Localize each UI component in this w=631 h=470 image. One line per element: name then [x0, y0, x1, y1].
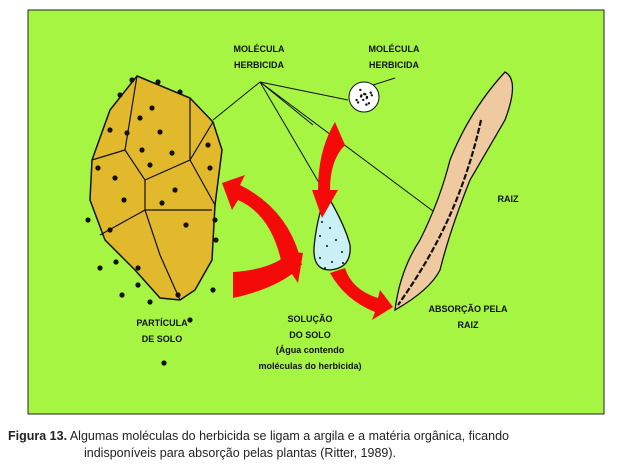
label-molecule-2-line2: HERBICIDA	[369, 60, 420, 70]
particle-dot	[205, 142, 211, 148]
solution-dot	[319, 235, 321, 237]
particle-dot	[147, 299, 153, 305]
molecule-dot	[364, 93, 367, 96]
label-solution-line1: SOLUÇÃO	[288, 314, 333, 324]
molecule-dot	[362, 98, 365, 102]
particle-dot	[112, 175, 118, 181]
particle-dot	[175, 292, 181, 298]
caption-line1: Algumas moléculas do herbicida se ligam …	[69, 429, 509, 443]
label-solution-line2: DO SOLO	[289, 330, 331, 340]
particle-dot	[107, 227, 113, 233]
particle-dot	[157, 129, 163, 135]
label-soil-particle-line2: DE SOLO	[142, 334, 183, 344]
particle-dot	[159, 200, 165, 206]
solution-dot	[326, 245, 328, 247]
particle-dot	[117, 92, 123, 98]
molecule-dot	[355, 98, 358, 102]
particle-dot	[139, 147, 145, 153]
particle-dot	[135, 265, 141, 271]
particle-dot	[210, 287, 216, 293]
label-molecule-1-line1: MOLÉCULA	[234, 44, 285, 54]
root-vascular-line	[397, 119, 483, 306]
molecule-dot	[370, 94, 374, 97]
particle-dot	[124, 130, 130, 136]
figure-caption: Figura 13. Algumas moléculas do herbicid…	[8, 428, 628, 462]
label-soil-particle-line1: PARTÍCULA	[136, 318, 188, 328]
particle-dot	[183, 222, 189, 228]
molecule-dot	[367, 102, 371, 105]
particle-dot	[187, 317, 193, 323]
particle-dot	[95, 165, 101, 171]
particle-dot	[172, 187, 178, 193]
label-molecule-1-line2: HERBICIDA	[234, 60, 285, 70]
particle-dot	[212, 217, 218, 223]
particle-dot	[85, 217, 91, 223]
particle-dot	[169, 150, 175, 156]
molecule-dot	[360, 94, 363, 97]
arrow-particle-to-solution	[233, 250, 303, 298]
molecule-dot	[365, 96, 369, 100]
arrow-solution-to-root	[330, 268, 393, 320]
root	[394, 71, 514, 312]
caption-number: Figura 13.	[8, 429, 68, 443]
label-root: RAIZ	[498, 194, 519, 204]
pointer-lines	[212, 77, 446, 221]
label-solution-line4: moléculas do herbicida)	[258, 361, 361, 371]
particle-dot	[155, 79, 161, 85]
particle-dot	[113, 259, 119, 265]
arrow-molecule-to-solution	[312, 122, 345, 218]
molecule-dot	[356, 101, 360, 104]
herbicide-molecule	[348, 81, 380, 113]
caption-line2: indisponíveis para absorção pelas planta…	[84, 446, 396, 460]
label-molecule-2-line1: MOLÉCULA	[369, 44, 420, 54]
label-absorption-line1: ABSORÇÃO PELA	[428, 304, 508, 314]
soil-particle	[85, 75, 223, 366]
solution-dot	[324, 267, 326, 269]
particle-dot	[177, 89, 183, 95]
label-solution-line3: (Água contendo	[276, 345, 345, 355]
particle-dot	[107, 127, 113, 133]
particle-dot	[161, 360, 167, 366]
molecule-dot	[365, 103, 368, 106]
solution-dot	[341, 251, 343, 253]
arrow-solution-to-particle	[222, 175, 302, 265]
molecule-dot	[369, 91, 372, 94]
solution-dot	[329, 227, 331, 229]
label-absorption-line2: RAIZ	[458, 320, 479, 330]
molecule-dot	[359, 88, 362, 92]
particle-dot	[147, 162, 153, 168]
solution-dot	[321, 221, 323, 223]
particle-dot	[119, 292, 125, 298]
solution-dot	[335, 239, 337, 241]
solution-dot	[319, 257, 321, 259]
particle-dot	[207, 165, 213, 171]
solution-dot	[342, 262, 344, 264]
particle-dot	[135, 282, 141, 288]
particle-dot	[121, 197, 127, 203]
solution-dot	[331, 261, 333, 263]
arrows	[222, 122, 393, 320]
particle-dot	[213, 237, 219, 243]
particle-dot	[149, 105, 155, 111]
particle-dot	[137, 115, 143, 121]
particle-dot	[129, 77, 135, 83]
particle-dot	[97, 265, 103, 271]
